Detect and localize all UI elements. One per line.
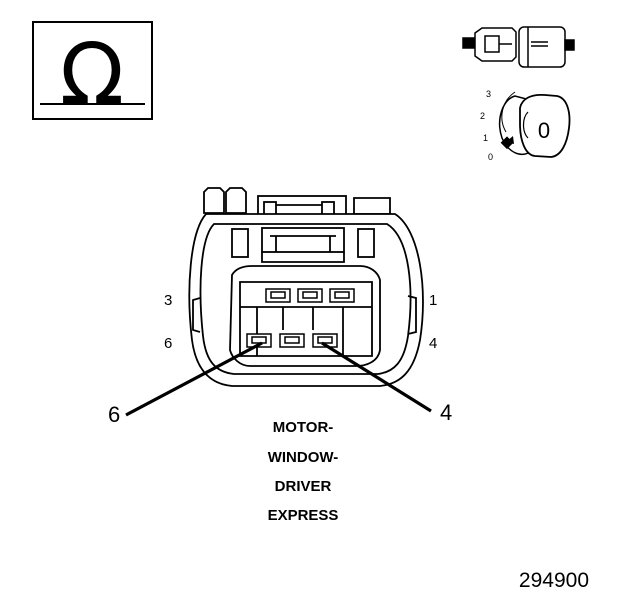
terminal-1 [329,288,355,303]
ohmmeter-icon: Ω [32,21,153,123]
component-label-line-2: WINDOW- [268,449,339,466]
ignition-key-position: 0 [538,118,550,143]
callout-number-6: 6 [108,402,120,427]
component-label-line-4: EXPRESS [268,507,339,524]
terminal-5 [279,333,305,348]
ignition-position-2: 2 [480,111,485,121]
disconnected-connector-icon [462,26,575,68]
pin-number-3: 3 [164,292,172,309]
pin-number-1: 1 [429,292,437,309]
pin-number-6: 6 [164,335,172,352]
terminal-2 [297,288,323,303]
ignition-position-1: 1 [483,133,488,143]
component-label: MOTOR- WINDOW- DRIVER EXPRESS [268,419,339,524]
figure-number: 294900 [519,569,589,592]
leader-line-4 [321,341,432,413]
pin-number-4: 4 [429,335,437,352]
connector-face [188,187,424,387]
ignition-position-0: 0 [488,152,493,162]
ignition-position-3: 3 [486,89,491,99]
ignition-key-icon: 3 2 1 0 0 [480,89,571,162]
terminal-6 [246,333,272,348]
terminal-3 [265,288,291,303]
component-label-line-3: DRIVER [275,478,332,495]
terminal-cavities [246,288,355,348]
ohm-symbol: Ω [60,25,124,123]
leader-line-6 [125,341,263,417]
callout-leaders [125,341,432,417]
callout-number-4: 4 [440,400,452,425]
component-label-line-1: MOTOR- [273,419,334,436]
